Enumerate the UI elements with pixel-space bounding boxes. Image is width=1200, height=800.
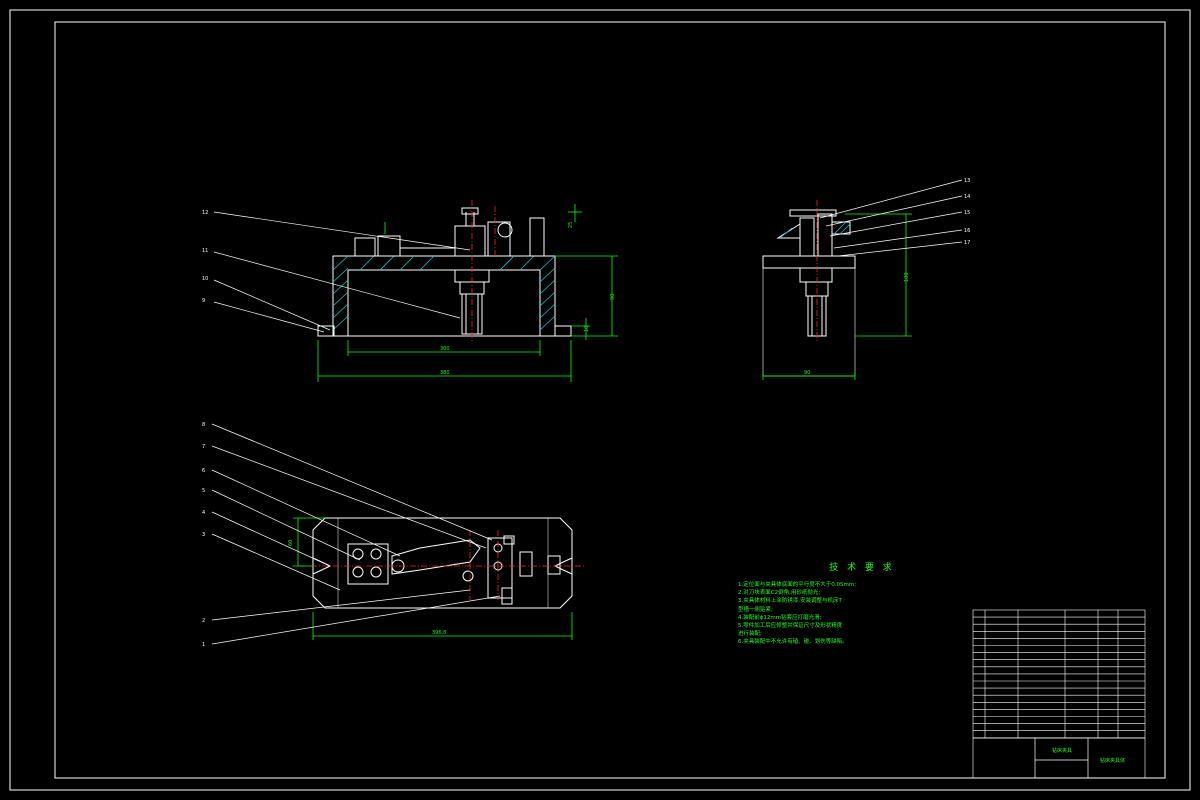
dim-top-height: 60	[288, 540, 294, 546]
balloon-top-2: 2	[202, 618, 205, 624]
balloon-side-13: 13	[964, 178, 970, 184]
dim-angle-mark: 25	[568, 222, 574, 228]
balloon-top-7: 7	[202, 444, 205, 450]
balloon-top-4: 4	[202, 510, 205, 516]
title-block	[973, 737, 1145, 778]
tech-req-line: 3.夹具体材料上涂防锈漆,安装调整与机床T	[738, 598, 842, 605]
balloon-top-1: 1	[202, 642, 205, 648]
tech-req-line: 6.夹具装配中不允许有磕、碰、划伤等缺陷。	[738, 639, 848, 646]
balloon-front-10: 10	[202, 276, 208, 282]
tech-req-line: 2.对刀块表面C2倒角,用砂纸抛光;	[738, 590, 821, 597]
dim-side-width: 90	[804, 370, 810, 376]
top-view	[312, 517, 573, 609]
balloon-front-12: 12	[202, 210, 208, 216]
dim-front-overall: 380	[440, 370, 450, 376]
dim-side-height: 100	[904, 272, 910, 282]
dim-front-inner: 300	[440, 346, 450, 352]
balloon-front-9: 9	[202, 298, 205, 304]
title-part-name: 钻床夹具体	[1100, 757, 1125, 764]
balloon-front-11: 11	[202, 248, 208, 254]
side-view	[762, 209, 856, 377]
technical-requirements: 技 术 要 求 1.定位面与夹具体底面的平行度不大于0.05mm; 2.对刀块表…	[738, 560, 968, 647]
inner-frame	[54, 21, 1166, 779]
tech-req-line: 4.装配前ϕ12mm钻套应打磨光滑;	[738, 614, 822, 621]
balloon-side-17: 17	[964, 240, 970, 246]
front-dimensions	[317, 204, 618, 382]
balloon-top-6: 6	[202, 468, 205, 474]
parts-list	[972, 609, 1146, 779]
balloon-side-16: 16	[964, 228, 970, 234]
title-drawing-name: 钻床夹具	[1052, 747, 1072, 754]
dim-front-height: 90	[610, 294, 616, 300]
balloon-top-5: 5	[202, 488, 205, 494]
dim-top-length: 396.8	[432, 630, 446, 636]
balloon-side-14: 14	[964, 194, 970, 200]
tech-req-line: 进行装配;	[738, 631, 762, 638]
front-view	[317, 207, 572, 337]
tech-req-line: 1.定位面与夹具体底面的平行度不大于0.05mm;	[738, 582, 857, 588]
dim-front-small: 10	[584, 326, 590, 332]
balloon-top-8: 8	[202, 422, 205, 428]
tech-req-line: 5.零件加工后应修整并保证尺寸及形状精度	[738, 623, 843, 630]
tech-req-line: 型槽一侧贴紧;	[738, 606, 773, 613]
balloon-side-15: 15	[964, 210, 970, 216]
tech-req-title: 技 术 要 求	[829, 563, 895, 573]
balloon-top-3: 3	[202, 532, 205, 538]
outer-frame	[9, 9, 1191, 791]
